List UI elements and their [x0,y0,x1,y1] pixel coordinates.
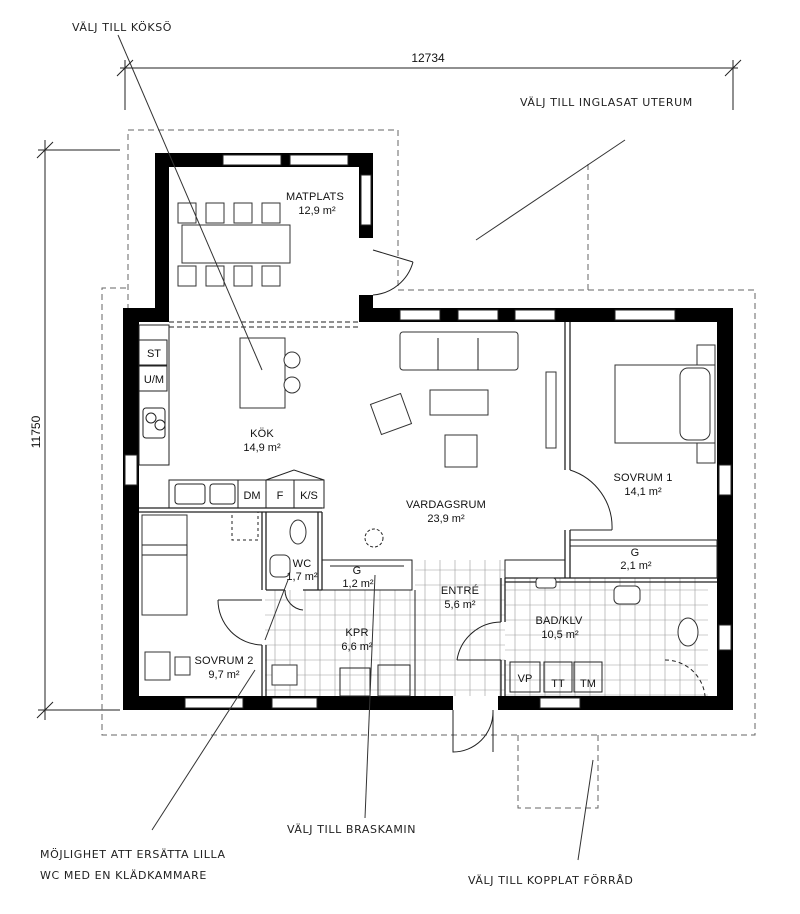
fixture-f-label: F [277,490,284,502]
room-name-wc: WC [293,558,312,570]
fixture-labels: ST U/M DM F K/S VP TT TM [144,348,596,690]
annotation-braskamin: VÄLJ TILL BRASKAMIN [287,823,416,836]
bedroom-2-furniture [141,514,191,681]
room-name-g-sovrum1: G [631,547,640,559]
tile-floor [265,560,708,696]
room-name-sovrum1: SOVRUM 1 [613,472,672,484]
doors [217,249,706,753]
braskamin-icon [364,528,384,548]
fixture-dm-label: DM [243,490,260,502]
dimension-width-label: 12734 [411,51,445,65]
room-name-kok: KÖK [250,428,274,440]
annotation-wc-option-line1: MÖJLIGHET ATT ERSÄTTA LILLA [40,848,226,861]
double-bed [614,344,716,464]
annotations: VÄLJ TILL KÖKSÖ VÄLJ TILL INGLASAT UTERU… [40,21,693,887]
annotation-koksö: VÄLJ TILL KÖKSÖ [72,21,172,34]
optional-outlines [101,129,756,809]
room-name-entre: ENTRÉ [441,584,479,597]
annotation-wc-option-line2: WC MED EN KLÄDKAMMARE [40,869,207,882]
dimension-top: 12734 [116,51,742,110]
dimension-height-label: 11750 [29,415,43,448]
room-name-sovrum2: SOVRUM 2 [194,655,253,667]
laundry-fixtures [271,664,411,697]
room-area-kpr: 6,6 m² [341,641,373,653]
room-area-g-sovrum1: 2,1 m² [620,560,652,572]
room-area-sovrum1: 14,1 m² [624,486,662,498]
room-name-bad-klv: BAD/KLV [535,615,583,627]
fixture-vp-label: VP [518,673,533,685]
fixture-ks-label: K/S [300,490,318,502]
dimension-left: 11750 [29,140,120,720]
room-area-sovrum2: 9,7 m² [208,669,240,681]
living-room-furniture [369,331,557,468]
room-name-vardagsrum: VARDAGSRUM [406,499,486,511]
room-area-wc: 1,7 m² [286,571,318,583]
room-area-bad-klv: 10,5 m² [541,629,579,641]
annotation-uterum: VÄLJ TILL INGLASAT UTERUM [520,96,693,109]
room-name-kpr: KPR [345,627,368,639]
fixture-tt-label: TT [551,678,565,690]
room-area-kok: 14,9 m² [243,442,281,454]
room-area-matplats: 12,9 m² [298,205,336,217]
dining-table-with-chairs [177,202,291,287]
room-labels: MATPLATS 12,9 m² KÖK 14,9 m² VARDAGSRUM … [194,191,672,681]
room-area-entre: 5,6 m² [444,599,476,611]
fixture-st-label: ST [147,348,161,360]
room-name-g-hall: G [353,565,362,577]
bathroom-fixtures [509,577,699,693]
room-area-g-hall: 1,2 m² [342,578,374,590]
annotation-forrad: VÄLJ TILL KOPPLAT FÖRRÅD [468,874,633,887]
fixture-tm-label: TM [580,678,596,690]
annotation-leaders [117,34,626,861]
interior-walls [139,321,718,696]
wc-fixtures [269,519,307,578]
kitchen-counters [138,324,325,509]
room-area-vardagsrum: 23,9 m² [427,513,465,525]
kitchen-island [239,337,301,409]
room-name-matplats: MATPLATS [286,191,344,203]
fixture-um-label: U/M [144,374,164,386]
windows [124,154,732,709]
